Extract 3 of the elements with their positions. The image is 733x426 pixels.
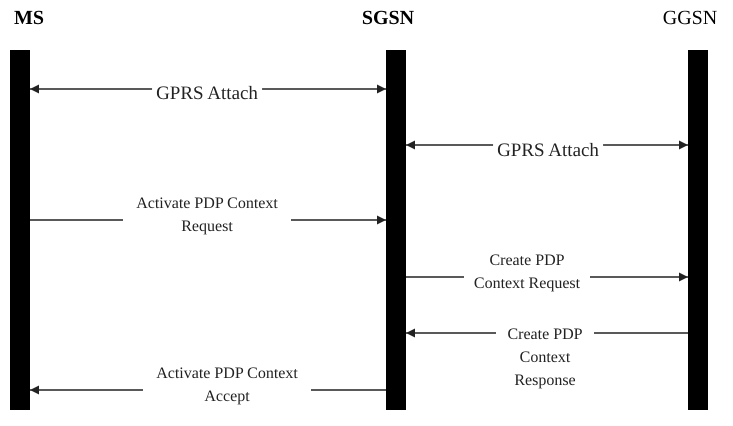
lifeline-label: GGSN — [662, 7, 718, 29]
lifeline-label: MS — [14, 7, 44, 29]
lifeline-label: SGSN — [362, 7, 414, 29]
